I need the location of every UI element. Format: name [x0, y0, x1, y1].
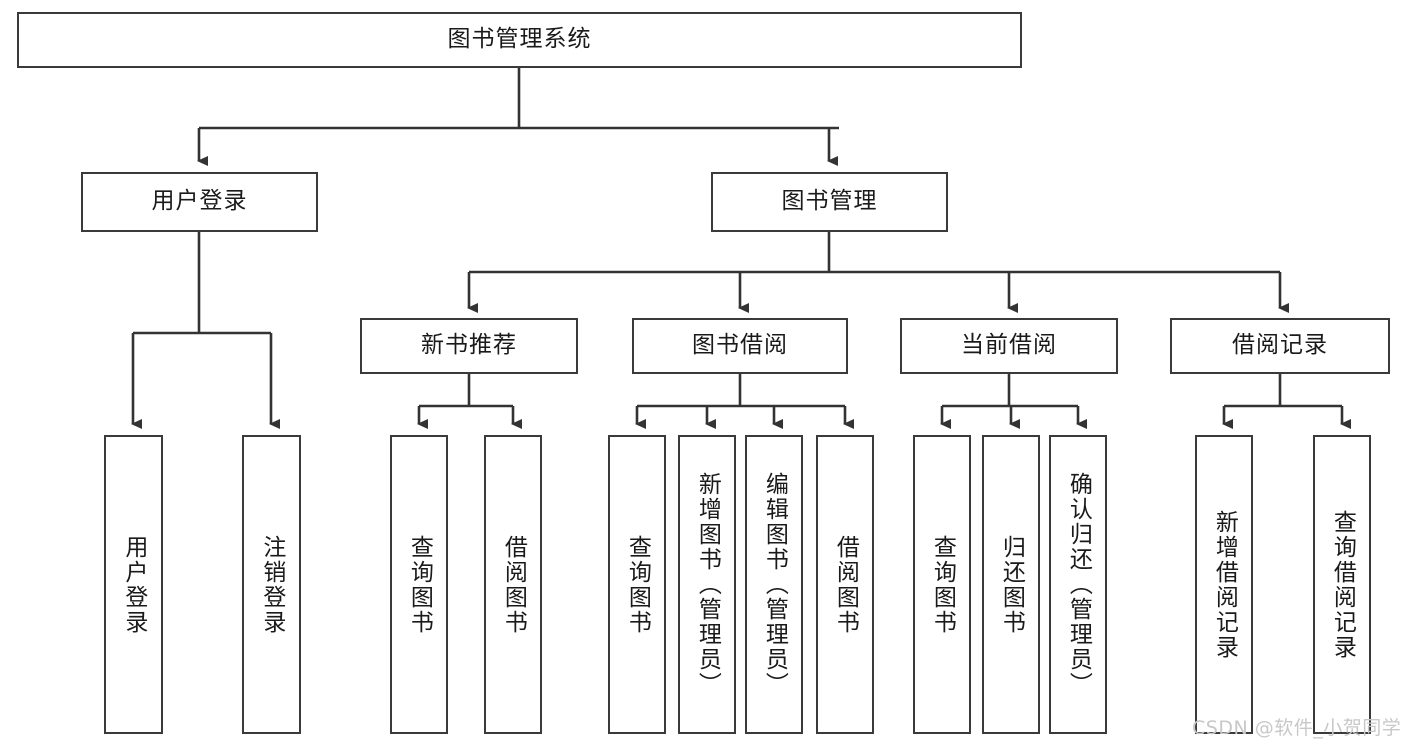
- node-book-manage-label: 图书管理: [781, 188, 878, 215]
- node-book-manage[interactable]: 图书管理: [711, 172, 948, 232]
- node-book-borrow-label: 图书借阅: [692, 332, 788, 359]
- leaf-current-borrow-0-label: 查询图书: [929, 534, 956, 635]
- leaf-user-login-1[interactable]: 注销登录: [242, 435, 301, 734]
- csdn-watermark: CSDN @软件_小贺同学: [1192, 717, 1402, 739]
- leaf-book-borrow-3[interactable]: 借阅图书: [816, 435, 874, 734]
- leaf-user-login-1-label: 注销登录: [258, 534, 285, 635]
- leaf-user-login-0[interactable]: 用户登录: [104, 435, 163, 734]
- leaf-borrow-record-1[interactable]: 查询借阅记录: [1313, 435, 1371, 734]
- leaf-new-book-0-label: 查询图书: [406, 534, 433, 635]
- leaf-borrow-record-1-label: 查询借阅记录: [1329, 509, 1356, 660]
- leaf-borrow-record-0[interactable]: 新增借阅记录: [1195, 435, 1253, 734]
- node-current-borrow[interactable]: 当前借阅: [900, 318, 1118, 374]
- node-root-label: 图书管理系统: [447, 26, 592, 53]
- node-user-login-label: 用户登录: [151, 188, 248, 215]
- leaf-current-borrow-1[interactable]: 归还图书: [982, 435, 1040, 734]
- leaf-book-borrow-2-label: 编辑图书（管理员）: [761, 472, 788, 697]
- node-borrow-record[interactable]: 借阅记录: [1170, 318, 1390, 374]
- leaf-book-borrow-1[interactable]: 新增图书（管理员）: [678, 435, 736, 734]
- leaf-borrow-record-0-label: 新增借阅记录: [1211, 509, 1238, 660]
- leaf-new-book-1[interactable]: 借阅图书: [484, 435, 542, 734]
- leaf-book-borrow-0[interactable]: 查询图书: [608, 435, 666, 734]
- leaf-book-borrow-0-label: 查询图书: [624, 534, 651, 635]
- node-root[interactable]: 图书管理系统: [17, 12, 1022, 68]
- leaf-book-borrow-2[interactable]: 编辑图书（管理员）: [745, 435, 803, 734]
- leaf-book-borrow-3-label: 借阅图书: [832, 534, 859, 635]
- leaf-current-borrow-2[interactable]: 确认归还（管理员）: [1049, 435, 1107, 734]
- leaf-user-login-0-label: 用户登录: [120, 534, 147, 635]
- node-borrow-record-label: 借阅记录: [1232, 332, 1328, 359]
- leaf-new-book-0[interactable]: 查询图书: [390, 435, 448, 734]
- node-user-login[interactable]: 用户登录: [81, 172, 318, 232]
- node-new-book[interactable]: 新书推荐: [360, 318, 578, 374]
- leaf-book-borrow-1-label: 新增图书（管理员）: [694, 472, 721, 697]
- leaf-new-book-1-label: 借阅图书: [500, 534, 527, 635]
- leaf-current-borrow-2-label: 确认归还（管理员）: [1065, 472, 1092, 697]
- leaf-current-borrow-0[interactable]: 查询图书: [913, 435, 971, 734]
- node-new-book-label: 新书推荐: [421, 332, 517, 359]
- node-current-borrow-label: 当前借阅: [961, 332, 1057, 359]
- node-book-borrow[interactable]: 图书借阅: [632, 318, 848, 374]
- leaf-current-borrow-1-label: 归还图书: [998, 534, 1025, 635]
